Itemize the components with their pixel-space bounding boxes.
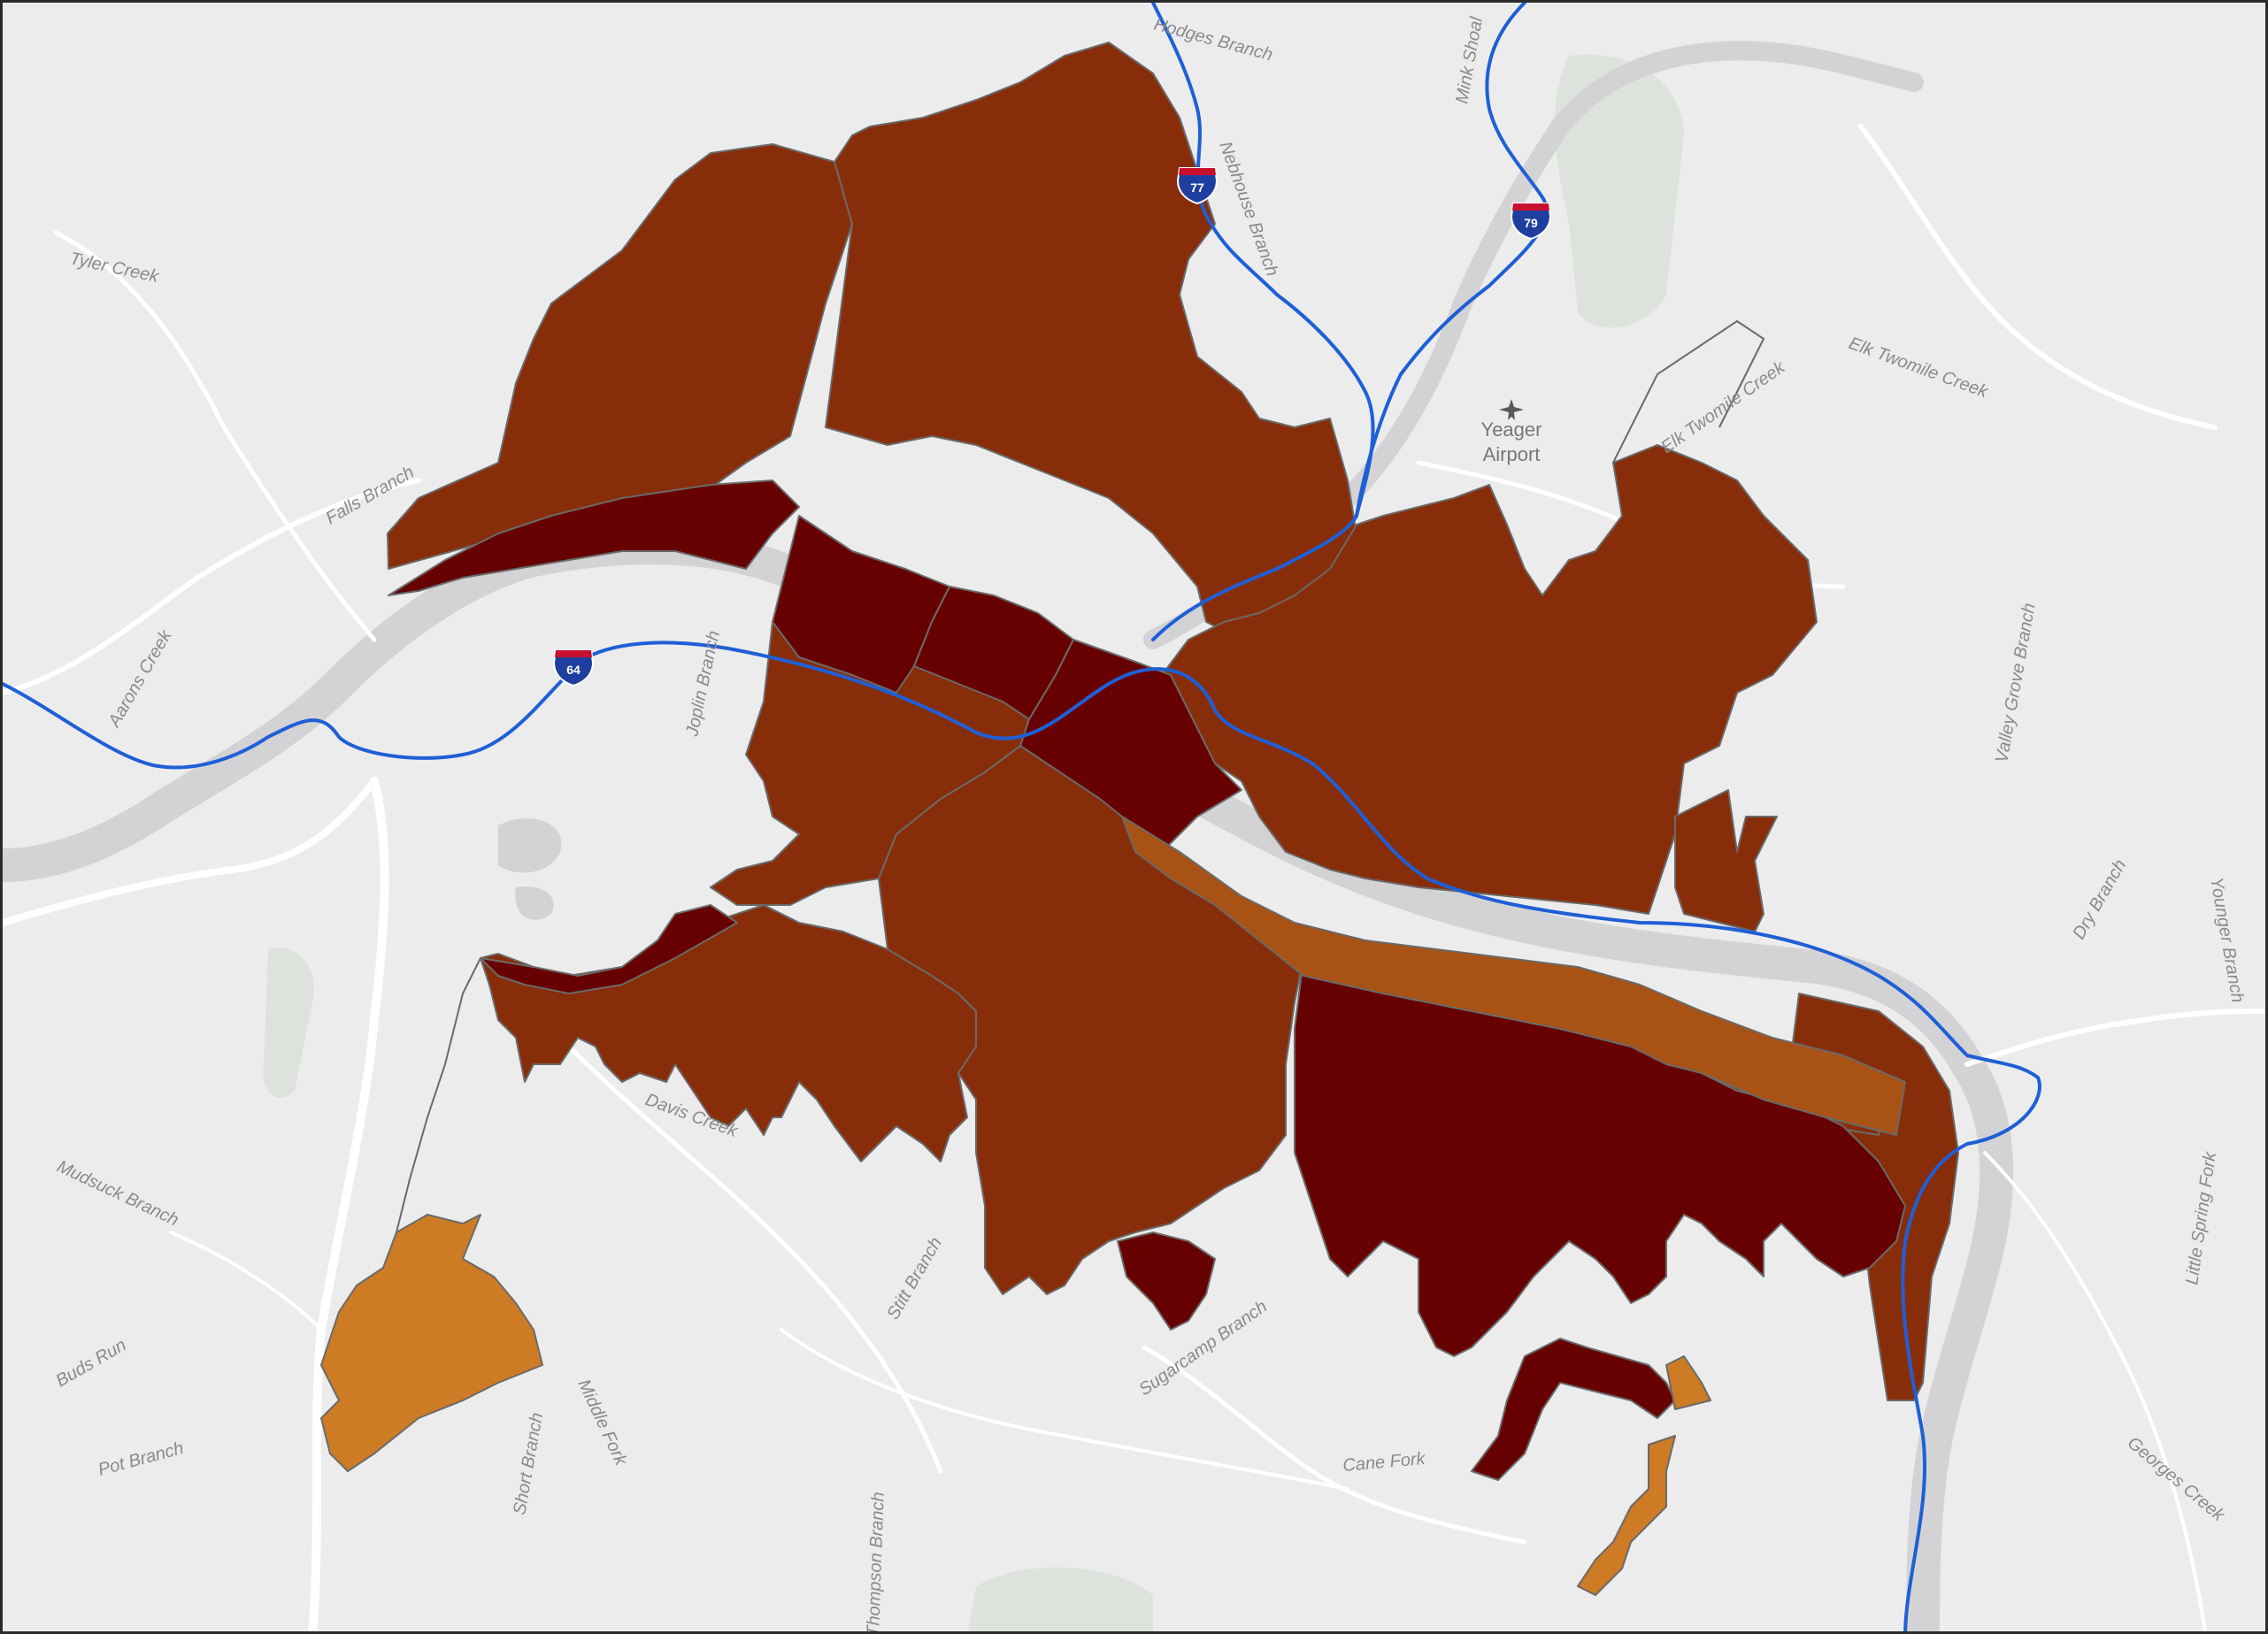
tract-east-small[interactable] [1674,789,1778,932]
interstate-shield-79[interactable]: 79 [1510,203,1552,241]
interstate-shield-top [1179,168,1216,175]
interstate-79-number: 79 [1524,216,1538,230]
airport-label-line1: Yeager [1481,418,1542,441]
tract-far-south-2[interactable] [1577,1435,1676,1596]
interstate-shield-64[interactable]: 64 [552,649,595,687]
kanawha-river [3,531,2014,1631]
interstate-77-route [1151,3,1375,641]
interstate-shield-icon [552,649,595,687]
interstate-shield-icon [1176,167,1219,205]
park-area [968,1567,1153,1631]
lake [515,886,554,920]
tract-river-corridor[interactable] [1121,816,1906,1136]
interstate-routes [3,3,2041,1631]
interstate-64-route [3,641,2041,1631]
place-label: Thompson Branch [864,1492,888,1634]
tract-north[interactable] [825,42,1357,641]
interstate-shield-top [555,650,592,657]
interstate-shield-icon [1510,203,1552,241]
park-area [1555,54,1684,328]
tract-far-south-1[interactable] [1665,1355,1711,1410]
interstate-shield-77[interactable]: 77 [1176,167,1219,205]
tract-river-west[interactable] [388,479,800,596]
tract-southwest[interactable] [480,904,977,1162]
tract-far-southwest[interactable] [320,1214,543,1472]
yeager-airport[interactable]: Yeager Airport [1481,399,1542,465]
census-tracts[interactable] [320,42,1959,1596]
park-area [263,947,314,1099]
city-limit-outline [1612,319,1765,464]
lake [498,817,562,873]
map-canvas[interactable]: 64 77 79 Yeager Airport Tyler Creek Fall… [3,3,2268,1634]
airport-icon [1499,399,1524,420]
interstate-77-number: 77 [1190,180,1204,195]
tract-west-river[interactable] [480,904,738,994]
tract-south-pocket[interactable] [1471,1338,1676,1481]
city-limit-outline [396,957,481,1233]
interstate-64-number: 64 [566,663,580,677]
interstate-shield-top [1512,203,1549,211]
airport-label-line2: Airport [1483,443,1541,465]
tract-southwest-sliver[interactable] [1117,1231,1216,1331]
interstate-79-route [1355,3,1549,518]
